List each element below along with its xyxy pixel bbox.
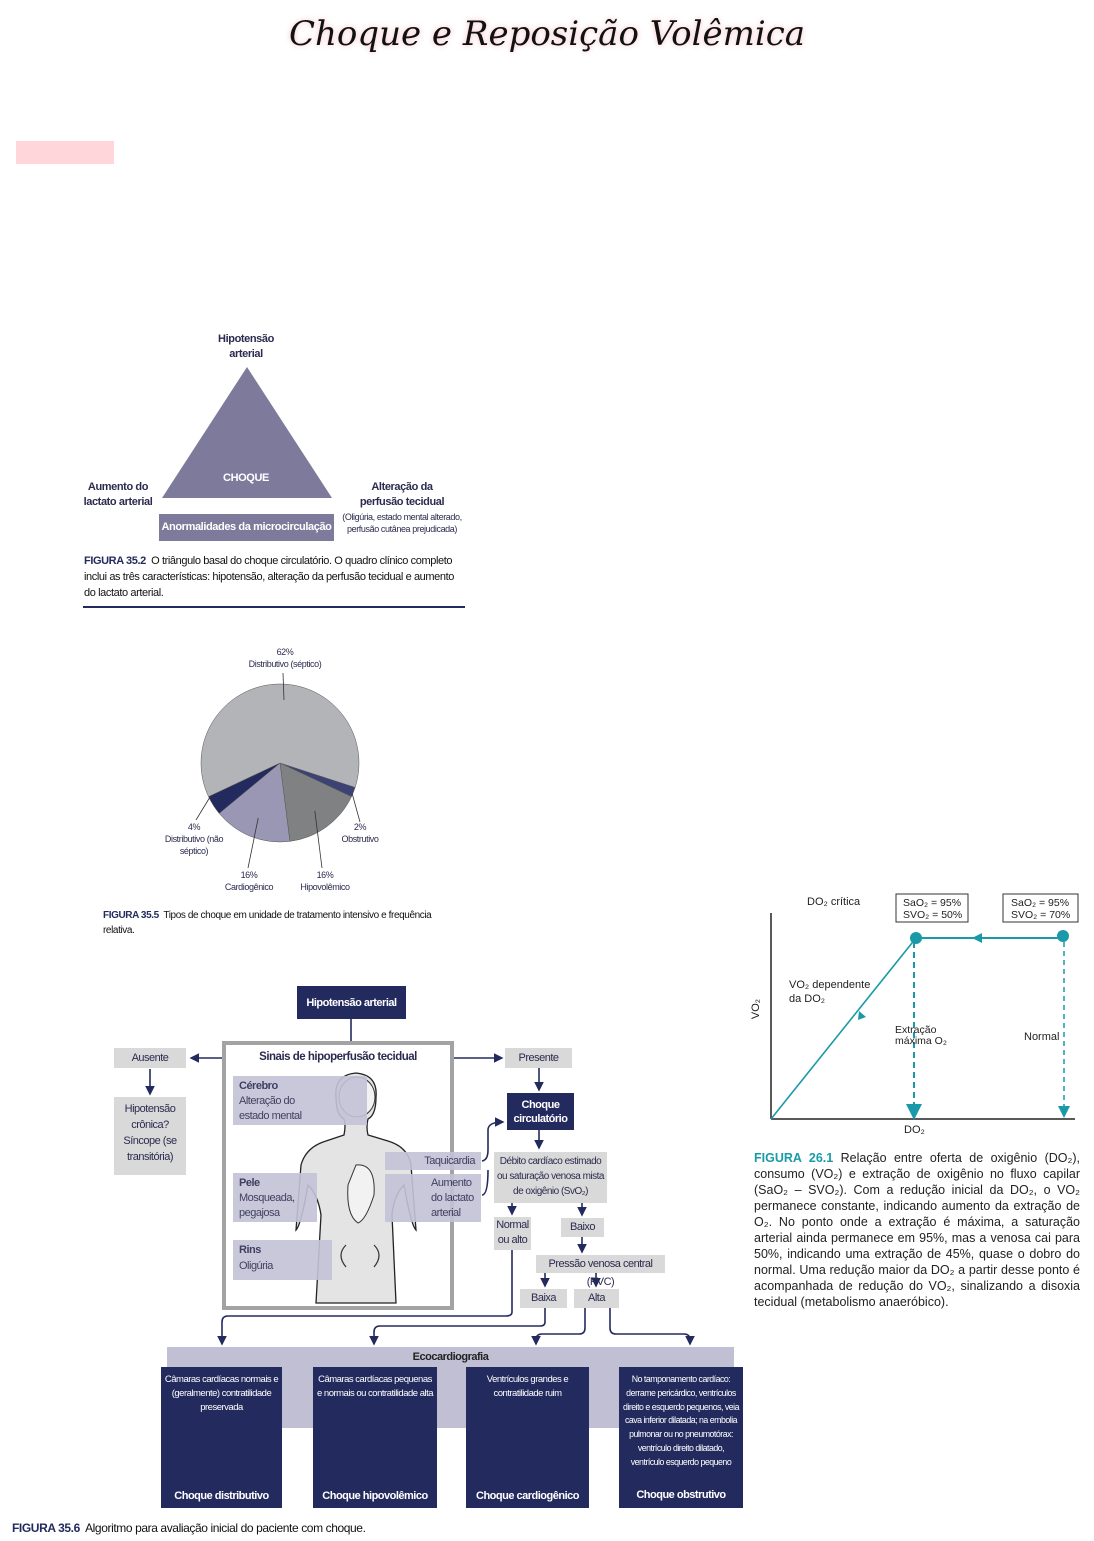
triangle-center-label: CHOQUE	[223, 472, 269, 484]
pie-label-obstrutivo: 2%Obstrutivo	[341, 822, 379, 844]
flowchart-connectors	[145, 1019, 695, 1346]
result-cardiogenico: Ventrículos grandes e contratilidade rui…	[466, 1367, 589, 1508]
result-distributivo: Câmaras cardíacas normais e (geralmente)…	[161, 1367, 282, 1508]
y-axis-label: VO₂	[750, 998, 763, 1020]
baixa-box: Baixa	[520, 1289, 567, 1308]
figure-caption: FIGURA 35.5 Tipos de choque em unidade d…	[103, 910, 432, 936]
shock-triangle	[162, 367, 332, 498]
triangle-right-note: (Oligúria, estado mental alterado, perfu…	[342, 512, 462, 534]
ausente-box: Ausente	[114, 1048, 186, 1068]
pie-label-hipovolemico: 16%Hipovolêmico	[300, 870, 350, 892]
critical-label: DO₂ crítica	[807, 896, 861, 908]
do2-vo2-graph	[770, 893, 1079, 1120]
pie-label-nao-septico: 4%Distributivo (não séptico)	[164, 822, 224, 856]
pie-slice-1	[279, 762, 352, 842]
triangle-right-label: Alteração da perfusão tecidual	[359, 481, 445, 508]
triangle-left-label: Aumento do lactato arterial	[83, 481, 153, 508]
normal-label: Normal	[1024, 1031, 1060, 1043]
pie-leader-line	[195, 796, 211, 821]
pie-leader-line	[351, 792, 361, 823]
box-critical: SaO₂ = 95%SVO₂ = 50%	[903, 897, 963, 921]
highlight-block	[16, 141, 114, 164]
result-hipovolemico: Câmaras cardíacas pequenas e normais ou …	[313, 1367, 437, 1508]
debito-box: Débito cardíaco estimado ou saturação ve…	[494, 1152, 607, 1203]
lactato-box: Aumento do lactato arterial	[385, 1174, 481, 1222]
pie-leader-line	[282, 672, 285, 701]
pvc-box: Pressão venosa central (PVC)	[536, 1255, 665, 1288]
microcirculation-bar: Anormalidades da microcirculação	[159, 514, 334, 541]
pie-chart	[195, 672, 361, 869]
triangle-top-label: Hipotensão arterial	[218, 333, 274, 360]
hypoperfusion-title: Sinais de hipoperfusão tecidual	[259, 1051, 417, 1063]
arrow-icon	[858, 1011, 866, 1020]
hipotensao-arterial-box: Hipotensão arterial	[297, 986, 406, 1019]
result-obstrutivo: No tamponamento cardíaco: derrame pericá…	[619, 1367, 743, 1508]
pie-leader-line	[247, 818, 259, 869]
normal-alto-box: Normal ou alto	[494, 1217, 531, 1250]
x-axis-label: DO₂	[904, 1124, 925, 1136]
extraction-label: Extração máxima O₂	[895, 1024, 947, 1047]
pie-leader-line	[314, 810, 323, 869]
pie-label-cardiogenico: 16%Cardiogênico	[224, 870, 274, 892]
alta-box: Alta	[574, 1289, 619, 1308]
normal-point	[1057, 930, 1069, 942]
axes	[770, 913, 1075, 1120]
pie-slice-2	[218, 762, 291, 843]
baixo-box: Baixo	[561, 1218, 604, 1237]
pie-label-septico: 62%Distributivo (séptico)	[248, 647, 322, 669]
dependent-line	[770, 937, 917, 1120]
arrow-icon	[972, 933, 982, 943]
cronica-box: Hipotensão crônica? Síncope (se transitó…	[114, 1097, 186, 1175]
taquicardia-box: Taquicardia	[385, 1152, 481, 1170]
critical-point	[910, 932, 922, 944]
pie-slice-4	[200, 683, 360, 797]
dependent-label: VO₂ dependente da DO₂	[789, 979, 871, 1005]
choque-circulatorio-box: Choque circulatório	[507, 1093, 574, 1130]
divider	[83, 606, 465, 608]
figure-caption: FIGURA 35.2 O triângulo basal do choque …	[84, 555, 454, 599]
presente-box: Presente	[505, 1048, 572, 1068]
page-title: Choque e Reposição Volêmica	[288, 14, 806, 54]
figure-caption: FIGURA 26.1 Relação entre oferta de oxig…	[754, 1151, 1080, 1309]
figure-caption: FIGURA 35.6 Algoritmo para avaliação ini…	[12, 1521, 366, 1535]
box-normal: SaO₂ = 95%SVO₂ = 70%	[1011, 897, 1071, 921]
